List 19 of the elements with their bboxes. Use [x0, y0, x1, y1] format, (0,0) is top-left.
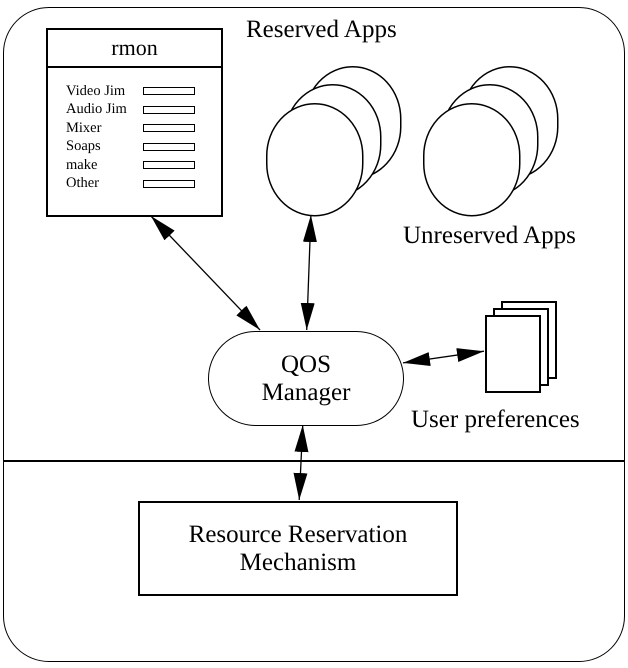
window-title: rmon	[48, 30, 221, 68]
double-arrow	[402, 348, 484, 366]
document-label: User preferences	[411, 406, 580, 433]
double-arrow	[300, 214, 317, 330]
node-label: Resource Reservation Mechanism	[188, 520, 408, 576]
group-label: Reserved Apps	[246, 16, 397, 44]
double-arrow	[294, 424, 308, 500]
system-boundary	[3, 7, 625, 662]
app-name: Soaps	[66, 138, 102, 156]
app-name: Video Jim	[66, 82, 126, 100]
app-name: Mixer	[66, 120, 102, 137]
node-label: QOS Manager	[260, 350, 352, 406]
app-name: make	[66, 156, 98, 174]
app-name: Audio Jim	[66, 101, 128, 118]
group-label: Unreserved Apps	[403, 222, 576, 249]
mechanism-box	[138, 501, 458, 596]
double-arrow	[150, 216, 260, 330]
monitor-window	[46, 28, 223, 217]
app-name: Other	[66, 175, 100, 192]
